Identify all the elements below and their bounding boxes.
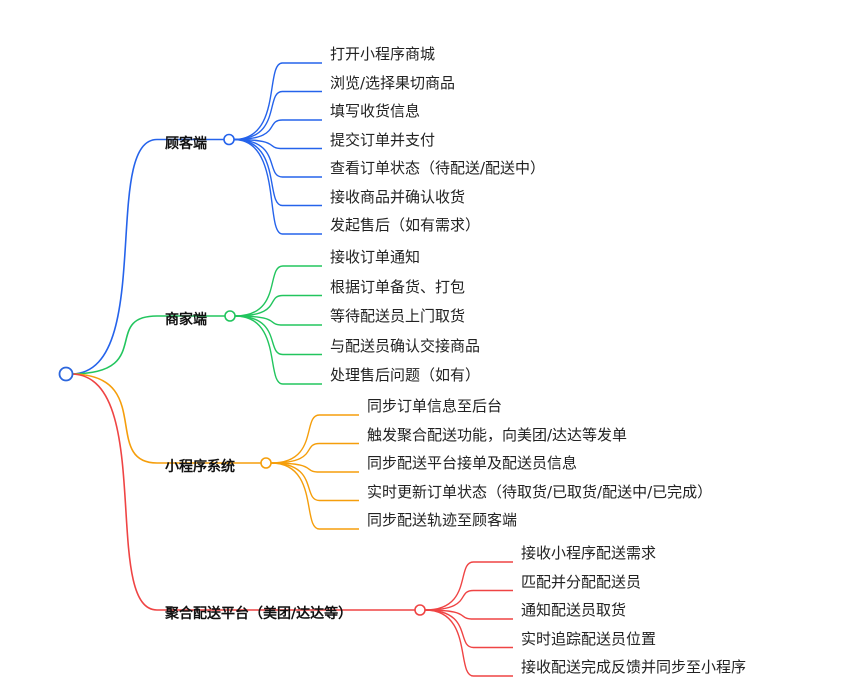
leaf-node-label: 查看订单状态（待配送/配送中） xyxy=(330,159,546,177)
branch-leaf-link xyxy=(424,609,513,677)
branch-leaf-link xyxy=(234,315,322,326)
leaf-node-label: 等待配送员上门取货 xyxy=(330,307,466,325)
leaf-node-label: 填写收货信息 xyxy=(330,102,421,120)
leaf-node-label: 处理售后问题（如有） xyxy=(330,366,481,384)
branch-leaf-link xyxy=(233,62,322,141)
root-branch-link xyxy=(70,315,225,375)
branch-leaf-link xyxy=(424,561,513,611)
branch-leaf-link xyxy=(424,589,513,611)
leaf-node-label: 匹配并分配配送员 xyxy=(521,572,642,591)
leaf-node-label: 同步配送轨迹至顾客端 xyxy=(367,511,518,529)
branch-leaf-link xyxy=(233,90,322,141)
leaf-node-label: 触发聚合配送功能，向美团/达达等发单 xyxy=(367,425,628,444)
branch-leaf-link xyxy=(234,294,322,317)
leaf-node-label: 实时追踪配送员位置 xyxy=(521,629,657,648)
branch-node-circle[interactable] xyxy=(224,310,236,322)
leaf-node-label: 接收小程序配送需求 xyxy=(521,544,657,562)
branch-leaf-link xyxy=(270,462,359,473)
leaf-node-label: 接收商品并确认收货 xyxy=(330,187,466,206)
branch-node-circle[interactable] xyxy=(260,457,272,469)
leaf-node-label: 根据订单备货、打包 xyxy=(330,277,466,296)
branch-leaf-link xyxy=(270,414,359,464)
root-node-circle[interactable] xyxy=(58,366,74,382)
leaf-node-label: 通知配送员取货 xyxy=(521,601,627,619)
branch-leaf-link xyxy=(424,609,513,649)
leaf-node-label: 接收配送完成反馈并同步至小程序 xyxy=(521,658,747,676)
branch-node-circle[interactable] xyxy=(223,133,235,146)
branch-leaf-link xyxy=(234,315,322,385)
branch-leaf-link xyxy=(234,265,322,317)
branch-node-label: 顾客端 xyxy=(165,135,207,152)
branch-leaf-link xyxy=(234,315,322,356)
branch-node-label: 小程序系统 xyxy=(165,459,235,475)
branch-leaf-link xyxy=(233,138,322,150)
leaf-node-label: 与配送员确认交接商品 xyxy=(330,336,481,355)
branch-node-label: 聚合配送平台（美团/达达等） xyxy=(165,606,353,622)
leaf-node-label: 发起售后（如有需求） xyxy=(330,216,481,234)
branch-node-label: 商家端 xyxy=(165,312,207,328)
branch-leaf-link xyxy=(233,138,322,178)
root-branch-link xyxy=(70,373,261,464)
root-branch-link xyxy=(70,138,224,375)
branch-leaf-link xyxy=(270,462,359,502)
leaf-node-label: 提交订单并支付 xyxy=(330,130,436,149)
branch-leaf-link xyxy=(233,138,322,235)
leaf-node-label: 打开小程序商城 xyxy=(330,45,436,63)
branch-leaf-link xyxy=(233,119,322,141)
leaf-node-label: 实时更新订单状态（待取货/已取货/配送中/已完成） xyxy=(367,482,713,501)
leaf-node-label: 接收订单通知 xyxy=(330,248,421,266)
leaf-node-label: 同步订单信息至后台 xyxy=(367,397,503,415)
branch-leaf-link xyxy=(233,138,322,207)
leaf-node-label: 浏览/选择果切商品 xyxy=(330,73,456,92)
branch-node-circle[interactable] xyxy=(414,604,426,616)
branch-leaf-link xyxy=(270,462,359,530)
leaf-node-label: 同步配送平台接单及配送员信息 xyxy=(367,454,578,472)
branch-leaf-link xyxy=(270,442,359,464)
branch-leaf-link xyxy=(424,609,513,620)
root-branch-link xyxy=(70,373,415,611)
